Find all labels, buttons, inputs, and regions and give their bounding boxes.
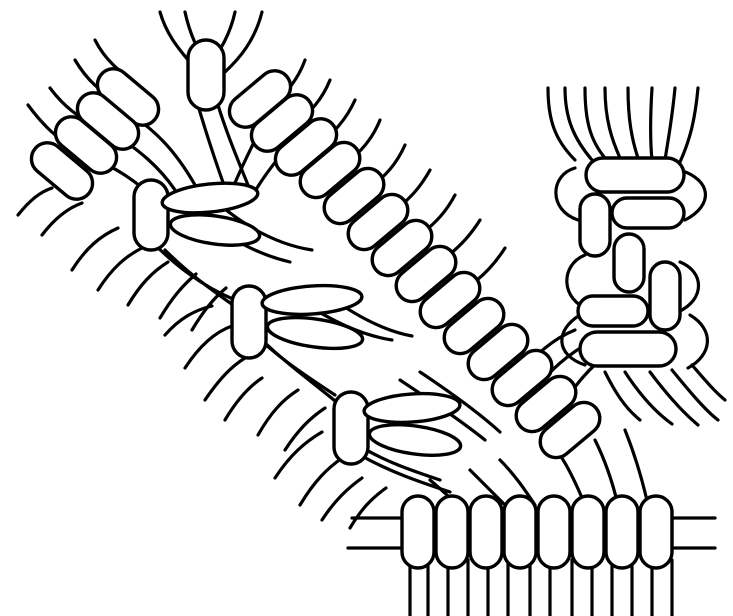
cord bbox=[185, 326, 232, 368]
cord bbox=[585, 88, 605, 158]
cord bbox=[205, 358, 245, 400]
sennit-bar-4 bbox=[580, 332, 676, 366]
cord bbox=[128, 262, 168, 305]
cord bbox=[605, 372, 640, 420]
cord bbox=[225, 12, 262, 72]
knot bbox=[168, 210, 261, 250]
cord bbox=[98, 248, 142, 290]
knot bbox=[436, 496, 468, 568]
knot bbox=[640, 496, 672, 568]
cord bbox=[300, 458, 342, 505]
cord bbox=[450, 220, 480, 254]
cord bbox=[625, 372, 672, 424]
fan-vertical-knot bbox=[134, 180, 168, 250]
knot bbox=[606, 496, 638, 568]
cord bbox=[651, 88, 653, 160]
sennit-bar-3 bbox=[578, 296, 648, 326]
top-center-knot bbox=[188, 40, 224, 110]
cord bbox=[72, 228, 118, 270]
sennit-bar-1 bbox=[586, 158, 684, 192]
cord bbox=[477, 248, 505, 280]
cord bbox=[625, 430, 648, 505]
cord bbox=[595, 440, 618, 505]
knot bbox=[504, 496, 536, 568]
knot bbox=[572, 496, 604, 568]
knot bbox=[402, 496, 434, 568]
band-knot-2 bbox=[334, 392, 368, 464]
knot bbox=[161, 179, 259, 217]
cord bbox=[42, 203, 82, 235]
cord bbox=[160, 274, 196, 318]
knot bbox=[363, 391, 461, 426]
knot bbox=[367, 420, 462, 461]
knot bbox=[261, 283, 363, 318]
cord bbox=[672, 370, 718, 420]
band-knot-1 bbox=[232, 286, 266, 358]
sennit-vertical-2 bbox=[614, 234, 644, 292]
cord bbox=[275, 432, 322, 478]
upper-left-fan-knots bbox=[25, 40, 343, 250]
cord bbox=[258, 390, 298, 435]
cord bbox=[605, 88, 620, 158]
sennit-vertical-3 bbox=[650, 262, 680, 330]
cord bbox=[165, 250, 240, 310]
knot bbox=[470, 496, 502, 568]
cord bbox=[692, 365, 725, 400]
sennit-bar-2 bbox=[612, 198, 684, 228]
knot bbox=[266, 312, 365, 353]
cord bbox=[350, 488, 386, 528]
cord bbox=[18, 188, 52, 215]
right-sennit-knots bbox=[578, 158, 684, 366]
cord bbox=[322, 478, 362, 520]
cord bbox=[628, 88, 638, 158]
sennit-vertical-1 bbox=[580, 194, 610, 256]
bottom-row-knots bbox=[402, 496, 672, 568]
cord bbox=[688, 315, 707, 368]
cord bbox=[680, 88, 698, 162]
cord bbox=[225, 378, 262, 420]
cord bbox=[665, 88, 675, 160]
cord bbox=[650, 372, 698, 425]
knot bbox=[538, 496, 570, 568]
cord bbox=[556, 168, 578, 220]
